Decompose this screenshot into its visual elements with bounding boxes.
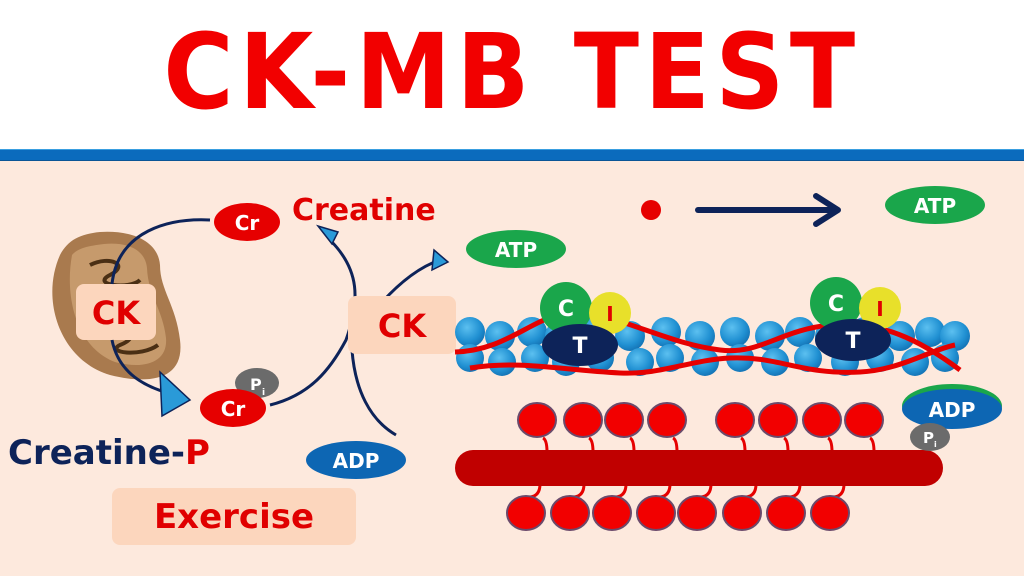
troponin-complex-1: C I T [540,282,631,366]
troponin-i-icon [859,287,901,329]
svg-text:ATP: ATP [914,194,956,218]
arrow-ck-to-cr [110,218,211,285]
phosphocreatine-molecule: P i Cr [200,368,279,427]
myosin-head [647,402,687,453]
actin-bead [915,317,945,347]
svg-text:P: P [923,429,934,447]
svg-text:ATP: ATP [495,238,537,262]
phosphate-icon [235,368,279,398]
svg-text:Cr: Cr [221,397,246,421]
creatine-label: Creatine [292,193,436,228]
cytosolic-ck-box: CK [348,296,456,354]
page-title: CK-MB TEST [163,11,861,133]
myosin-head [636,483,676,531]
svg-text:ADP: ADP [333,449,380,473]
actin-bead [720,317,750,347]
actin-bead [940,321,970,351]
exercise-label: Exercise [154,497,314,537]
svg-text:T: T [572,334,587,359]
troponin-i-icon [589,292,631,334]
myosin-head [758,402,798,453]
exercise-box: Exercise [112,488,356,545]
svg-text:i: i [262,388,265,398]
myosin-thick-filament [455,450,943,486]
troponin-t-icon [815,319,891,361]
adp-badge-right: ADP [902,384,1002,429]
creatine-molecule-top: Cr [214,203,280,241]
myosin-head [844,402,884,453]
myosin-head [563,402,603,453]
creatine-phosphate-label: Creatine-P [8,433,210,473]
svg-text:P: P [250,375,262,394]
svg-text:ADP: ADP [929,398,976,422]
actin-bead [488,348,516,376]
adp-badge-left: ADP [306,441,406,479]
arrowhead-icon [315,224,340,246]
myosin-head [766,483,806,531]
svg-text:I: I [876,297,883,321]
svg-text:I: I [606,302,613,326]
phosphate-right: P i [910,423,950,451]
myosin-head [550,483,590,531]
arrowhead-icon [159,370,192,418]
arrow-crp-to-creatine [269,238,357,407]
myosin-head [592,483,632,531]
troponin-t-icon [542,324,618,366]
myosin-head [722,483,762,531]
atp-badge-left: ATP [466,230,566,268]
troponin-complex-2: C I T [810,277,901,361]
myosin-head [517,402,557,453]
legend-arrow-icon [695,193,841,227]
myosin-head [810,483,850,531]
troponin-c-icon [810,277,862,329]
myosin-head [715,402,755,453]
myosin-head [604,402,644,453]
phosphate-icon [910,423,950,451]
arrow-adp-to-ck [350,349,397,437]
myosin-head [506,483,546,531]
header: CK-MB TEST [0,0,1024,148]
svg-text:C: C [828,292,844,317]
header-divider [0,149,1024,161]
svg-text:Cr: Cr [235,211,260,235]
mito-ck-label: CK [92,294,141,332]
atp-badge-right: ATP [885,186,985,224]
troponin-c-icon [540,282,592,334]
arrow-ck-to-crp [110,339,169,395]
actin-bead [455,317,485,347]
actin-bead [626,348,654,376]
svg-text:C: C [558,297,574,322]
cytosolic-ck-label: CK [378,307,427,345]
myosin-head [802,402,842,453]
myosin-head [677,483,717,531]
mitochondrial-ck-box: CK [76,284,156,340]
myosin-head-dot-icon [641,200,661,220]
svg-text:T: T [845,329,860,354]
svg-text:i: i [934,440,937,449]
arrowhead-icon [431,248,450,272]
